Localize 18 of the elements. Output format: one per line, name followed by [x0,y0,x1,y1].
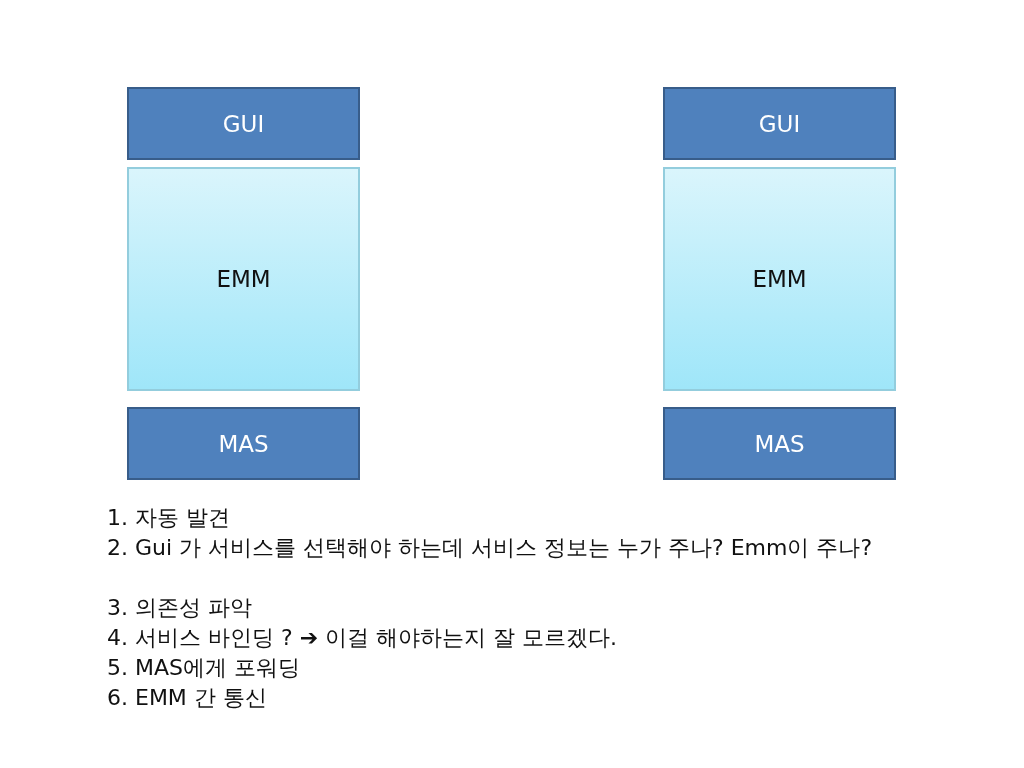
layer-box [127,407,360,480]
list-item: 5. MAS에게 포워딩 [107,655,300,680]
layer-name: MAS [754,430,805,457]
layer-box [663,87,896,160]
layer-box [127,167,360,391]
layer-name: EMM [216,266,271,292]
list-item: 3. 의존성 파악 [107,595,252,620]
layer-name: GUI [222,110,265,137]
list-item: 2. Gui 가 서비스를 선택해야 하는데 서비스 정보는 누가 주나? Emm이 주나? [107,535,873,560]
layer-box [663,407,896,480]
layer-name: EMM [752,266,807,292]
layer-name: GUI [758,110,801,137]
layer-name: MAS [218,430,269,457]
list-item: 1. 자동 발견 [107,505,230,530]
list-item: 4. 서비스 바인딩 ? ➔ 이걸 해야하는지 잘 모르겠다. [107,625,618,650]
layer-box [127,87,360,160]
layer-box [663,167,896,391]
list-item: 6. EMM 간 통신 [107,685,267,710]
